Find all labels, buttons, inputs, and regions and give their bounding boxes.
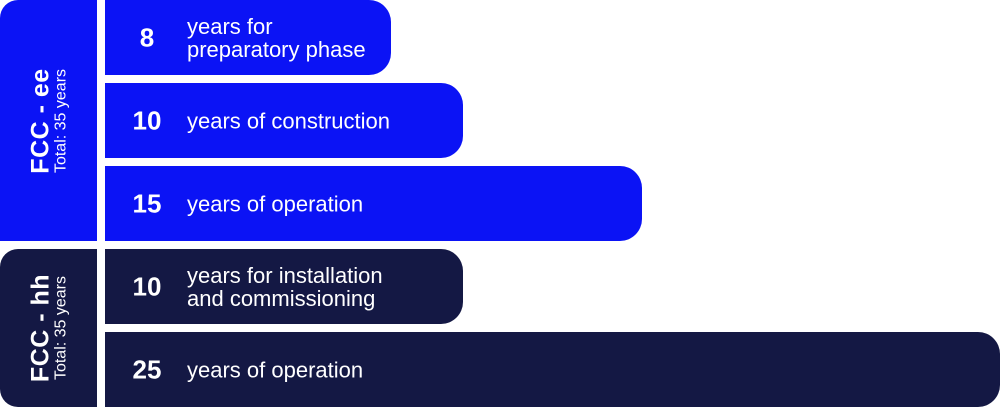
bar-value-label: 25 (132, 354, 162, 384)
bar-value-label: 10 (132, 105, 162, 135)
group-name: FCC - ee (25, 67, 54, 174)
bar-0-0: 8 years for preparatory phase (105, 0, 391, 75)
bar-description-label: years of operation (187, 191, 364, 216)
bar-0-2: 15 years of operation (105, 166, 642, 241)
bar-value-label: 10 (132, 271, 162, 301)
bar-1-0: 10 years for installation and commissioni… (105, 249, 463, 324)
group-total: Total: 35 years (52, 68, 70, 173)
bar-1-1: 25 years of operation (105, 332, 1000, 407)
group-name: FCC - hh (25, 273, 54, 383)
bar-0-1: 10 years of construction (105, 83, 463, 158)
bar-description-label: years of construction (187, 108, 390, 133)
bar-description-label: years of operation (187, 357, 364, 382)
group-total: Total: 35 years (52, 275, 70, 381)
bar-description-label: years for installation and commissioning (187, 262, 383, 311)
bar-description-label: years for preparatory phase (187, 13, 366, 62)
bar-value-label: 8 (139, 22, 155, 52)
bar-value-label: 15 (132, 188, 162, 218)
